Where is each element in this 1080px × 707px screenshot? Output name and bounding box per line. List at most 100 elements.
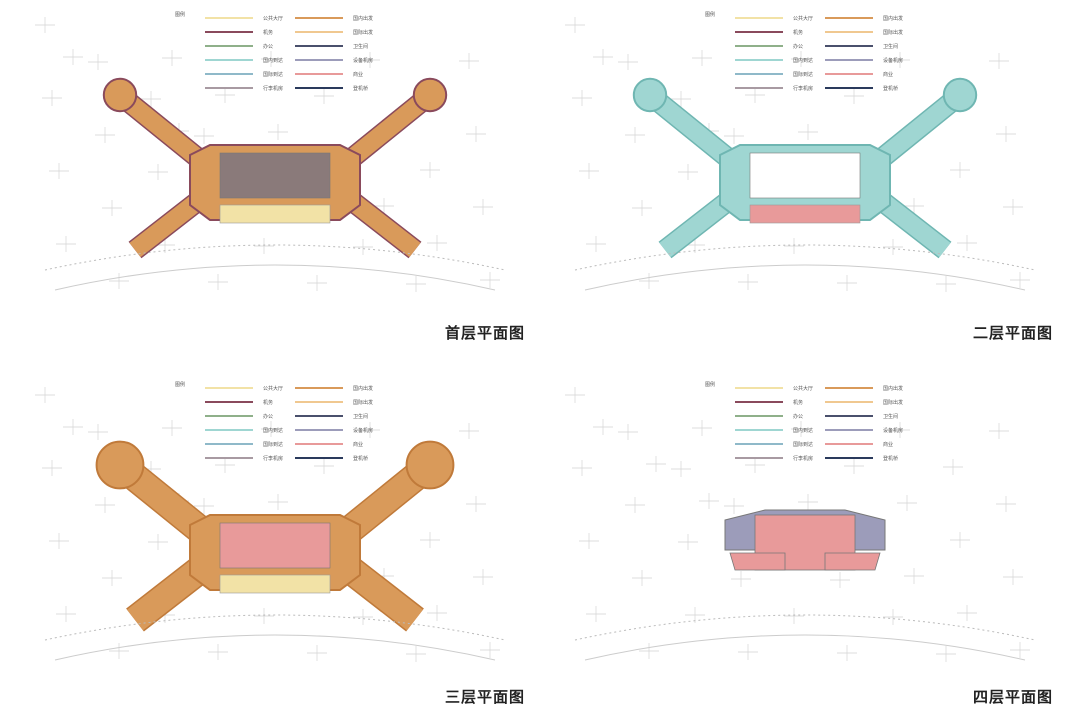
legend-swatch <box>735 73 783 75</box>
legend-swatch <box>295 429 343 431</box>
legend-label: 卫生间 <box>883 43 899 50</box>
legend-item: 国内出发 <box>295 11 373 25</box>
legend-label: 国际出发 <box>353 399 374 406</box>
legend-swatch <box>825 59 873 61</box>
aircraft-stand-icon <box>194 128 214 144</box>
aircraft-stand-icon <box>102 200 122 216</box>
aircraft-stand-icon <box>1010 272 1030 288</box>
aircraft-stand-icon <box>632 570 652 586</box>
legend-label: 行李机房 <box>263 85 284 92</box>
legend-label: 公共大厅 <box>793 385 814 392</box>
aircraft-stand-icon <box>784 238 804 254</box>
aircraft-stand-icon <box>162 50 182 66</box>
aircraft-stand-icon <box>314 88 334 104</box>
legend-swatch <box>295 87 343 89</box>
legend-label: 机务 <box>793 29 804 36</box>
legend-swatch <box>205 443 253 445</box>
aircraft-stand-icon <box>745 457 765 473</box>
legend-item: 机务 <box>205 25 273 39</box>
aircraft-stand-icon <box>307 275 327 291</box>
aircraft-stand-icon <box>480 272 500 288</box>
legend-label: 国内出发 <box>883 15 904 22</box>
aircraft-stand-icon <box>579 533 599 549</box>
aircraft-stand-icon <box>307 645 327 661</box>
legend-heading: 图例 <box>705 12 716 18</box>
legend-item: 国际到达 <box>735 437 813 451</box>
aircraft-stand-icon <box>360 422 380 438</box>
landside-road <box>574 614 1036 641</box>
legend-swatch <box>205 17 253 19</box>
landside-front <box>749 204 861 224</box>
legend: 图例公共大厅机务办公国内到达国际到达行李机房国内出发国际出发卫生间设备机房商业登… <box>175 11 385 97</box>
legend-swatch <box>825 87 873 89</box>
pier-end-east <box>412 77 448 113</box>
legend-swatch <box>295 17 343 19</box>
legend-swatch <box>205 401 253 403</box>
aircraft-stand-icon <box>625 497 645 513</box>
legend-item: 办公 <box>735 39 803 53</box>
plan-title-floor-4: 四层平面图 <box>973 688 1054 706</box>
legend-item: 公共大厅 <box>735 381 813 395</box>
landside-road-outer <box>584 634 1026 661</box>
legend-swatch <box>825 17 873 19</box>
legend-swatch <box>825 401 873 403</box>
legend-item: 国际出发 <box>825 395 903 409</box>
legend-label: 设备机房 <box>353 57 374 64</box>
legend-label: 商业 <box>353 441 364 448</box>
plan-floor-3: 图例公共大厅机务办公国内到达国际到达行李机房国内出发国际出发卫生间设备机房商业登… <box>25 375 525 675</box>
aircraft-stand-icon <box>646 456 666 472</box>
legend-item: 卫生间 <box>825 409 898 423</box>
aircraft-stand-icon <box>42 460 62 476</box>
legend: 图例公共大厅机务办公国内到达国际到达行李机房国内出发国际出发卫生间设备机房商业登… <box>705 11 915 97</box>
legend-swatch <box>735 31 783 33</box>
aircraft-stand-icon <box>215 457 235 473</box>
legend-item: 国内出发 <box>825 11 903 25</box>
legend-swatch <box>825 457 873 459</box>
legend-item: 商业 <box>825 437 893 451</box>
legend-swatch <box>295 457 343 459</box>
legend-swatch <box>735 457 783 459</box>
aircraft-stand-icon <box>890 52 910 68</box>
landside-road <box>44 614 506 641</box>
aircraft-stand-icon <box>565 17 585 33</box>
legend-label: 设备机房 <box>883 427 904 434</box>
legend-label: 国际到达 <box>263 71 284 78</box>
legend-label: 国内到达 <box>793 427 814 434</box>
legend-swatch <box>735 87 783 89</box>
legend-swatch <box>735 429 783 431</box>
aircraft-stand-icon <box>950 162 970 178</box>
aircraft-stand-icon <box>837 645 857 661</box>
aircraft-stand-icon <box>678 534 698 550</box>
legend-label: 行李机房 <box>263 455 284 462</box>
aircraft-stand-icon <box>996 496 1016 512</box>
aircraft-stand-icon <box>798 494 818 510</box>
legend-label: 国际到达 <box>263 441 284 448</box>
terminal-core <box>219 152 331 199</box>
aircraft-stand-icon <box>360 52 380 68</box>
floor-plan-drawing <box>565 17 1036 292</box>
aircraft-stand-icon <box>936 646 956 662</box>
legend-item: 行李机房 <box>205 81 283 95</box>
legend-swatch <box>735 401 783 403</box>
aircraft-stand-icon <box>95 497 115 513</box>
aircraft-stand-icon <box>208 274 228 290</box>
legend-label: 行李机房 <box>793 85 814 92</box>
aircraft-stand-icon <box>989 53 1009 69</box>
legend-label: 登机桥 <box>353 85 369 92</box>
legend-item: 公共大厅 <box>205 11 283 25</box>
aircraft-stand-icon <box>593 49 613 65</box>
aircraft-stand-icon <box>102 570 122 586</box>
terminal-core <box>749 152 861 199</box>
legend-swatch <box>825 387 873 389</box>
legend-swatch <box>295 387 343 389</box>
legend-item: 办公 <box>205 39 273 53</box>
aircraft-stand-icon <box>141 91 161 107</box>
legend-item: 国际出发 <box>825 25 903 39</box>
aircraft-stand-icon <box>671 91 691 107</box>
aircraft-stand-icon <box>473 569 493 585</box>
legend-label: 公共大厅 <box>793 15 814 22</box>
aircraft-stand-icon <box>565 387 585 403</box>
aircraft-stand-icon <box>268 494 288 510</box>
legend-label: 国内到达 <box>263 57 284 64</box>
legend-swatch <box>825 415 873 417</box>
